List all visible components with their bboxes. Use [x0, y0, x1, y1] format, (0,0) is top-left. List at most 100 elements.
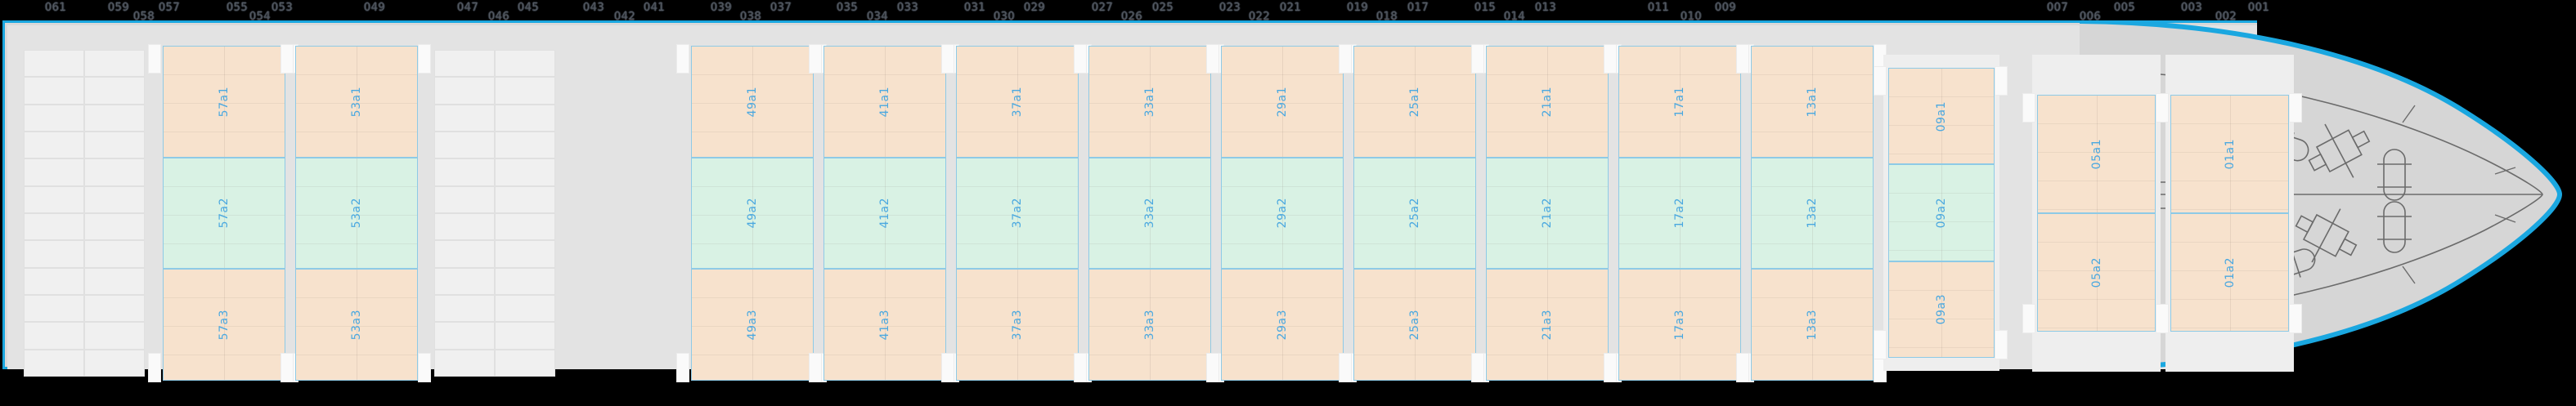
empty-slot[interactable] [434, 240, 495, 268]
empty-slot[interactable] [24, 322, 84, 350]
stow-cell-09a1[interactable]: 09a1 [1888, 68, 1995, 165]
stow-cell-13a3[interactable]: 13a3 [1751, 269, 1874, 381]
empty-slot[interactable] [434, 185, 495, 213]
empty-slot[interactable] [495, 295, 555, 323]
empty-slot[interactable] [24, 349, 84, 377]
empty-slot[interactable] [434, 295, 495, 323]
stow-cell-37a3[interactable]: 37a3 [956, 269, 1079, 381]
stow-cell-01a1[interactable]: 01a1 [2170, 95, 2289, 213]
empty-slot[interactable] [84, 132, 145, 159]
bay-empty-mid[interactable] [434, 50, 555, 377]
stow-cell-25a2[interactable]: 25a2 [1353, 157, 1476, 270]
empty-slot[interactable] [495, 185, 555, 213]
stow-cell-05a2[interactable]: 05a2 [2037, 213, 2156, 332]
empty-slot[interactable] [24, 104, 84, 132]
stow-cell-09a3[interactable]: 09a3 [1888, 261, 1995, 358]
empty-slot[interactable] [434, 322, 495, 350]
empty-slot[interactable] [434, 349, 495, 377]
empty-slot[interactable] [84, 185, 145, 213]
stow-cell-33a1[interactable]: 33a1 [1088, 46, 1211, 158]
empty-slot[interactable] [84, 295, 145, 323]
stow-cell-41a1[interactable]: 41a1 [824, 46, 946, 158]
stow-cell-29a3[interactable]: 29a3 [1221, 269, 1344, 381]
empty-slot[interactable] [24, 295, 84, 323]
stow-cell-53a3[interactable]: 53a3 [295, 269, 418, 381]
stow-cell-21a1[interactable]: 21a1 [1486, 46, 1609, 158]
empty-slot[interactable] [24, 132, 84, 159]
empty-slot[interactable] [84, 322, 145, 350]
stow-cell-25a3[interactable]: 25a3 [1353, 269, 1476, 381]
stow-cell-49a3[interactable]: 49a3 [691, 269, 814, 381]
stow-cell-29a1[interactable]: 29a1 [1221, 46, 1344, 158]
empty-slot[interactable] [24, 213, 84, 241]
empty-slot[interactable] [495, 267, 555, 295]
stow-cell-21a2[interactable]: 21a2 [1486, 157, 1609, 270]
empty-slot[interactable] [24, 158, 84, 186]
empty-slot[interactable] [84, 349, 145, 377]
empty-slot[interactable] [495, 213, 555, 241]
empty-slot[interactable] [434, 158, 495, 186]
empty-slot[interactable] [495, 132, 555, 159]
empty-slot[interactable] [24, 50, 84, 78]
empty-slot[interactable] [84, 104, 145, 132]
stow-cell-33a2[interactable]: 33a2 [1088, 157, 1211, 270]
stow-cell-29a2[interactable]: 29a2 [1221, 157, 1344, 270]
empty-slot[interactable] [84, 158, 145, 186]
empty-slot[interactable] [84, 77, 145, 105]
stow-cell-41a2[interactable]: 41a2 [824, 157, 946, 270]
stow-cell-53a1[interactable]: 53a1 [295, 46, 418, 158]
stow-cell-21a3[interactable]: 21a3 [1486, 269, 1609, 381]
stow-cell-05a1[interactable]: 05a1 [2037, 95, 2156, 213]
empty-slot[interactable] [24, 77, 84, 105]
stow-cell-53a2[interactable]: 53a2 [295, 157, 418, 270]
empty-slot[interactable] [24, 240, 84, 268]
empty-slot[interactable] [24, 267, 84, 295]
empty-slot[interactable] [434, 104, 495, 132]
bay-empty-aft-1[interactable] [24, 50, 145, 377]
stow-cell-09a2[interactable]: 09a2 [1888, 164, 1995, 261]
empty-slot[interactable] [495, 158, 555, 186]
empty-slot[interactable] [434, 77, 495, 105]
empty-slot[interactable] [24, 185, 84, 213]
stow-cell-57a1[interactable]: 57a1 [163, 46, 285, 158]
empty-slot[interactable] [495, 349, 555, 377]
stow-cell-57a2[interactable]: 57a2 [163, 157, 285, 270]
stow-cell-49a1[interactable]: 49a1 [691, 46, 814, 158]
stow-cell-17a2[interactable]: 17a2 [1618, 157, 1741, 270]
stow-cell-37a1[interactable]: 37a1 [956, 46, 1079, 158]
empty-slot[interactable] [495, 322, 555, 350]
stow-cell-17a1[interactable]: 17a1 [1618, 46, 1741, 158]
empty-slot[interactable] [84, 240, 145, 268]
stow-cell-25a1[interactable]: 25a1 [1353, 46, 1476, 158]
empty-slot[interactable] [84, 213, 145, 241]
empty-slot[interactable] [434, 213, 495, 241]
stow-cell-33a3[interactable]: 33a3 [1088, 269, 1211, 381]
stow-cell-17a3[interactable]: 17a3 [1618, 269, 1741, 381]
empty-slot[interactable] [84, 267, 145, 295]
empty-slot[interactable] [434, 50, 495, 78]
stow-cell-57a3[interactable]: 57a3 [163, 269, 285, 381]
stow-cell-01a2[interactable]: 01a2 [2170, 213, 2289, 332]
empty-slot[interactable] [495, 240, 555, 268]
empty-slot[interactable] [434, 132, 495, 159]
empty-slot[interactable] [495, 104, 555, 132]
empty-slot[interactable] [434, 267, 495, 295]
stow-cell-13a1[interactable]: 13a1 [1751, 46, 1874, 158]
empty-slot[interactable] [495, 77, 555, 105]
empty-slot[interactable] [84, 50, 145, 78]
stow-cell-49a2[interactable]: 49a2 [691, 157, 814, 270]
